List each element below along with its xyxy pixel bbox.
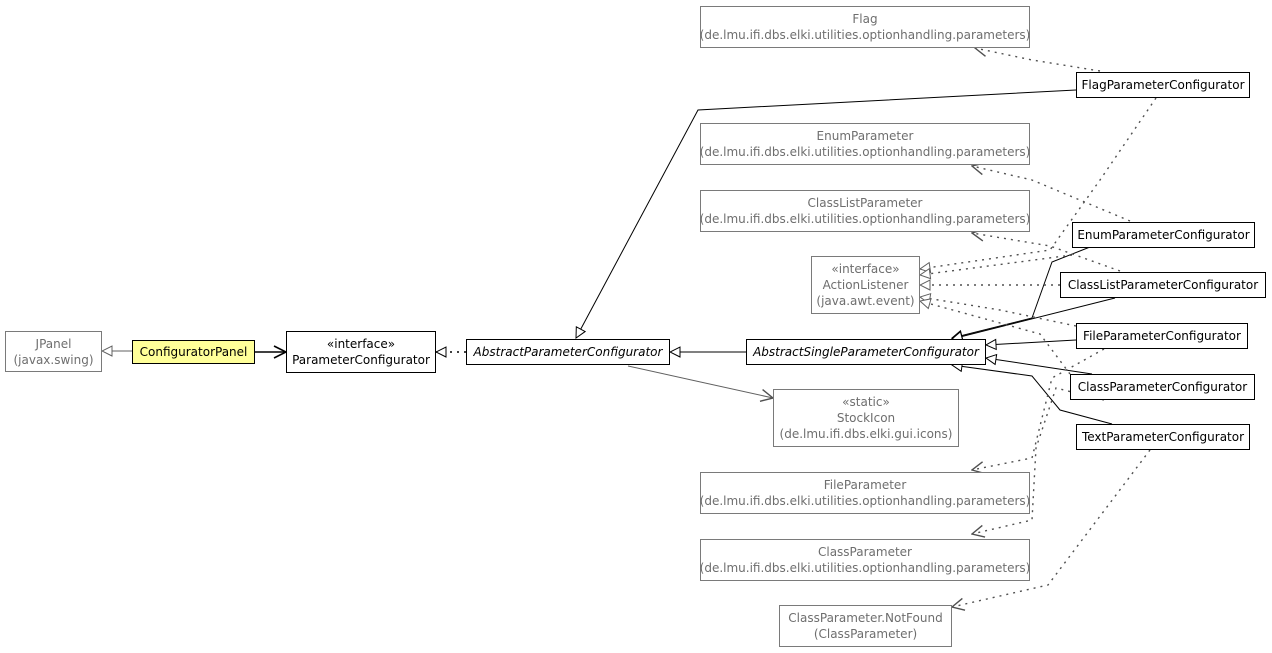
node-abstractsingleparameterconfigurator-name: AbstractSingleParameterConfigurator [753, 345, 979, 359]
node-classparameterconfigurator-name: ClassParameterConfigurator [1077, 380, 1248, 394]
edge-textconfigurator-depends-notfound [952, 449, 1151, 607]
node-classlistparameter-name: ClassListParameter [807, 196, 923, 210]
node-classparameterconfigurator[interactable]: ClassParameterConfigurator [1070, 374, 1255, 400]
node-classparameter-notfound-package: (ClassParameter) [813, 627, 918, 641]
edge-textconfigurator-extends-single [952, 365, 1113, 425]
node-enumparameterconfigurator-name: EnumParameterConfigurator [1077, 228, 1250, 242]
node-flag-package: (de.lmu.ifi.dbs.elki.utilities.optionhan… [699, 28, 1031, 42]
edge-enumconfigurator-depends-enumparameter [972, 166, 1131, 222]
edge-enumconfigurator-implements-actionlistener [920, 254, 1073, 275]
edge-flagconfigurator-implements-actionlistener [920, 97, 1157, 269]
node-flagparameterconfigurator[interactable]: FlagParameterConfigurator [1076, 72, 1250, 98]
edge-classconfigurator-depends-classparameter [972, 387, 1105, 534]
node-classlistparameter[interactable]: ClassListParameter (de.lmu.ifi.dbs.elki.… [700, 190, 1030, 232]
node-stockicon-name: StockIcon [836, 411, 896, 425]
node-classlistparameter-package: (de.lmu.ifi.dbs.elki.utilities.optionhan… [699, 212, 1031, 226]
node-classlistparameterconfigurator-name: ClassListParameterConfigurator [1067, 278, 1259, 292]
node-fileparameterconfigurator-name: FileParameterConfigurator [1083, 329, 1241, 343]
edge-fileconfigurator-depends-fileparameter [972, 348, 1105, 470]
node-fileparameter[interactable]: FileParameter (de.lmu.ifi.dbs.elki.utili… [700, 472, 1030, 514]
node-jpanel-name: JPanel [35, 336, 72, 351]
node-fileparameter-package: (de.lmu.ifi.dbs.elki.utilities.optionhan… [699, 494, 1031, 508]
edge-flagconfigurator-extends-abstract [576, 89, 1077, 338]
node-textparameterconfigurator-name: TextParameterConfigurator [1081, 430, 1245, 444]
edge-abstract-uses-stockicon [627, 365, 773, 398]
node-jpanel-package: (javax.swing) [13, 352, 94, 367]
node-configuratorpanel-name: ConfiguratorPanel [139, 345, 248, 359]
node-parameterconfigurator-name: ParameterConfigurator [292, 353, 430, 367]
node-classlistparameterconfigurator[interactable]: ClassListParameterConfigurator [1060, 272, 1266, 298]
edge-classlistconfigurator-depends-classlistparameter [972, 233, 1121, 272]
node-flag[interactable]: Flag (de.lmu.ifi.dbs.elki.utilities.opti… [700, 6, 1030, 48]
node-enumparameter-name: EnumParameter [816, 129, 914, 143]
node-fileparameterconfigurator[interactable]: FileParameterConfigurator [1076, 323, 1248, 349]
node-parameterconfigurator[interactable]: «interface» ParameterConfigurator [286, 331, 436, 373]
node-stockicon-stereotype: «static» [842, 395, 890, 409]
node-classparameter-notfound[interactable]: ClassParameter.NotFound (ClassParameter) [779, 605, 952, 647]
edge-classlistconfigurator-extends-single [952, 297, 1116, 339]
node-stockicon-package: (de.lmu.ifi.dbs.elki.gui.icons) [779, 427, 953, 441]
node-actionlistener-stereotype: «interface» [831, 262, 900, 276]
node-configuratorpanel[interactable]: ConfiguratorPanel [132, 340, 255, 364]
node-textparameterconfigurator[interactable]: TextParameterConfigurator [1076, 424, 1250, 450]
node-classparameter-name: ClassParameter [817, 545, 912, 559]
node-abstractsingleparameterconfigurator[interactable]: AbstractSingleParameterConfigurator [746, 339, 986, 365]
node-jpanel[interactable]: JPanel (javax.swing) [5, 331, 102, 372]
edge-flagconfigurator-depends-flag [975, 48, 1101, 72]
node-flagparameterconfigurator-name: FlagParameterConfigurator [1081, 78, 1245, 92]
node-actionlistener[interactable]: «interface» ActionListener (java.awt.eve… [811, 256, 920, 314]
node-actionlistener-name: ActionListener [822, 278, 909, 292]
node-actionlistener-package: (java.awt.event) [816, 294, 915, 308]
node-abstractparameterconfigurator-name: AbstractParameterConfigurator [473, 345, 663, 359]
node-classparameter[interactable]: ClassParameter (de.lmu.ifi.dbs.elki.util… [700, 539, 1030, 581]
node-stockicon[interactable]: «static» StockIcon (de.lmu.ifi.dbs.elki.… [773, 389, 959, 447]
edge-fileconfigurator-implements-actionlistener [920, 297, 1077, 327]
node-enumparameter[interactable]: EnumParameter (de.lmu.ifi.dbs.elki.utili… [700, 123, 1030, 165]
node-parameterconfigurator-stereotype: «interface» [326, 337, 396, 351]
node-abstractparameterconfigurator[interactable]: AbstractParameterConfigurator [466, 339, 670, 365]
node-enumparameterconfigurator[interactable]: EnumParameterConfigurator [1072, 222, 1255, 248]
edge-classconfigurator-implements-actionlistener [920, 301, 1071, 375]
node-flag-name: Flag [852, 12, 878, 26]
edge-classconfigurator-extends-single [986, 358, 1093, 375]
node-classparameter-notfound-name: ClassParameter.NotFound [788, 611, 943, 625]
node-fileparameter-name: FileParameter [823, 478, 907, 492]
node-enumparameter-package: (de.lmu.ifi.dbs.elki.utilities.optionhan… [699, 145, 1031, 159]
node-classparameter-package: (de.lmu.ifi.dbs.elki.utilities.optionhan… [699, 561, 1031, 575]
edge-fileconfigurator-extends-single [986, 340, 1077, 345]
